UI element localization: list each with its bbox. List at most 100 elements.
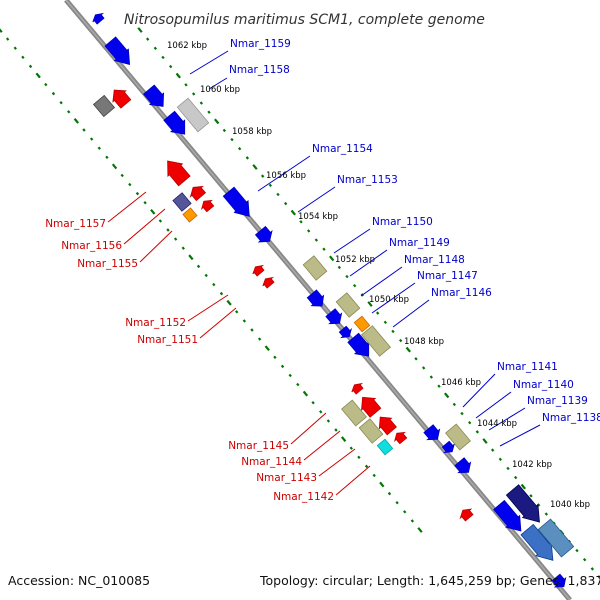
tick-mark <box>340 436 347 442</box>
reverse-gene-arrow <box>200 199 215 213</box>
tick-mark <box>345 274 349 279</box>
gene-label-forward: Nmar_1139 <box>527 395 588 407</box>
tick-mark <box>506 466 510 471</box>
tick-mark <box>410 519 415 523</box>
leader-line <box>318 448 356 477</box>
tick-mark <box>299 220 303 224</box>
tick-mark <box>273 355 277 359</box>
tick-mark <box>89 137 94 141</box>
tick-mark <box>544 512 549 516</box>
reverse-gene-arrow <box>189 185 207 202</box>
leader-line <box>488 407 526 431</box>
leader-line <box>360 266 403 297</box>
gene-label-forward: Nmar_1146 <box>431 287 492 299</box>
tick-mark <box>59 101 63 105</box>
leader-line <box>475 391 512 419</box>
leader-line <box>139 230 173 263</box>
gene-label-reverse: Nmar_1152 <box>125 317 186 329</box>
tick-mark <box>105 155 109 159</box>
forward-gene-arrow <box>454 457 472 474</box>
tick-mark <box>290 209 296 216</box>
tick-mark <box>28 64 33 69</box>
gene-features <box>92 12 575 588</box>
kbp-marker: 1052 kbp <box>335 255 375 265</box>
tick-mark <box>268 183 273 187</box>
tick-mark <box>597 575 600 580</box>
tick-mark <box>421 366 426 370</box>
gene-label-forward: Nmar_1154 <box>312 143 373 155</box>
gene-label-reverse: Nmar_1151 <box>137 334 198 346</box>
tick-mark <box>250 328 254 332</box>
tick-mark <box>35 72 41 79</box>
tick-mark <box>237 147 242 151</box>
tick-mark <box>168 64 173 69</box>
gene-label-forward: Nmar_1147 <box>417 270 478 282</box>
tick-mark <box>143 201 147 205</box>
leader-line <box>297 186 336 213</box>
gene-block <box>361 325 391 357</box>
tick-mark <box>158 219 163 223</box>
tick-mark <box>230 137 234 142</box>
tick-mark <box>452 402 457 407</box>
tick-mark <box>82 128 86 132</box>
tick-mark <box>150 208 156 215</box>
reverse-gene-arrow <box>393 431 408 445</box>
tick-mark <box>67 110 71 114</box>
gene-label-forward: Nmar_1158 <box>229 64 290 76</box>
tick-mark <box>0 28 3 33</box>
leader-line <box>208 77 228 90</box>
reverse-gene-arrow <box>351 382 364 395</box>
gene-label-forward: Nmar_1153 <box>337 174 398 186</box>
tick-mark <box>166 228 170 232</box>
tick-mark <box>222 128 227 133</box>
kbp-marker: 1056 kbp <box>266 171 306 181</box>
reverse-gene-arrow <box>167 160 191 187</box>
reverse-gene-arrow <box>459 508 474 522</box>
kbp-marker: 1044 kbp <box>477 419 517 429</box>
tick-mark <box>257 337 262 341</box>
leader-line <box>123 208 166 245</box>
tick-mark <box>235 310 239 314</box>
leader-line <box>257 155 311 192</box>
tick-mark <box>175 72 181 79</box>
forward-gene-arrow <box>325 308 343 325</box>
tick-mark <box>153 46 158 50</box>
forward-gene-arrow <box>551 573 567 588</box>
gene-label-reverse: Nmar_1157 <box>45 218 106 230</box>
gene-block <box>341 399 367 427</box>
tick-mark <box>51 91 56 96</box>
leader-line <box>187 294 229 322</box>
gene-label-reverse: Nmar_1145 <box>228 440 289 452</box>
gene-label-forward: Nmar_1141 <box>497 361 558 373</box>
reverse-gene-arrow <box>112 89 132 109</box>
gene-label-forward: Nmar_1159 <box>230 38 291 50</box>
tick-mark <box>357 455 361 459</box>
forward-gene-arrow <box>441 440 456 454</box>
kbp-marker: 1054 kbp <box>298 212 338 222</box>
forward-gene-arrow <box>163 110 186 135</box>
tick-mark <box>207 110 211 114</box>
kbp-marker: 1048 kbp <box>404 337 444 347</box>
reverse-gene-arrow <box>378 416 397 436</box>
leader-line <box>290 412 327 445</box>
tick-mark <box>21 55 25 59</box>
gene-label-forward: Nmar_1140 <box>513 379 574 391</box>
tick-mark <box>429 375 434 379</box>
tick-mark <box>288 373 292 378</box>
tick-mark <box>467 421 472 425</box>
tick-mark <box>319 410 323 414</box>
gene-block <box>445 423 471 451</box>
tick-mark <box>264 345 270 352</box>
tick-marks <box>0 27 600 580</box>
tick-mark <box>5 37 10 41</box>
tick-mark <box>395 501 399 505</box>
tick-mark <box>306 229 311 233</box>
tick-mark <box>196 264 201 269</box>
tick-mark <box>375 311 380 315</box>
kbp-marker: 1062 kbp <box>167 41 207 51</box>
tick-mark <box>444 392 450 399</box>
tick-mark <box>405 346 411 353</box>
gene-block <box>537 518 575 558</box>
tick-mark <box>387 491 392 496</box>
